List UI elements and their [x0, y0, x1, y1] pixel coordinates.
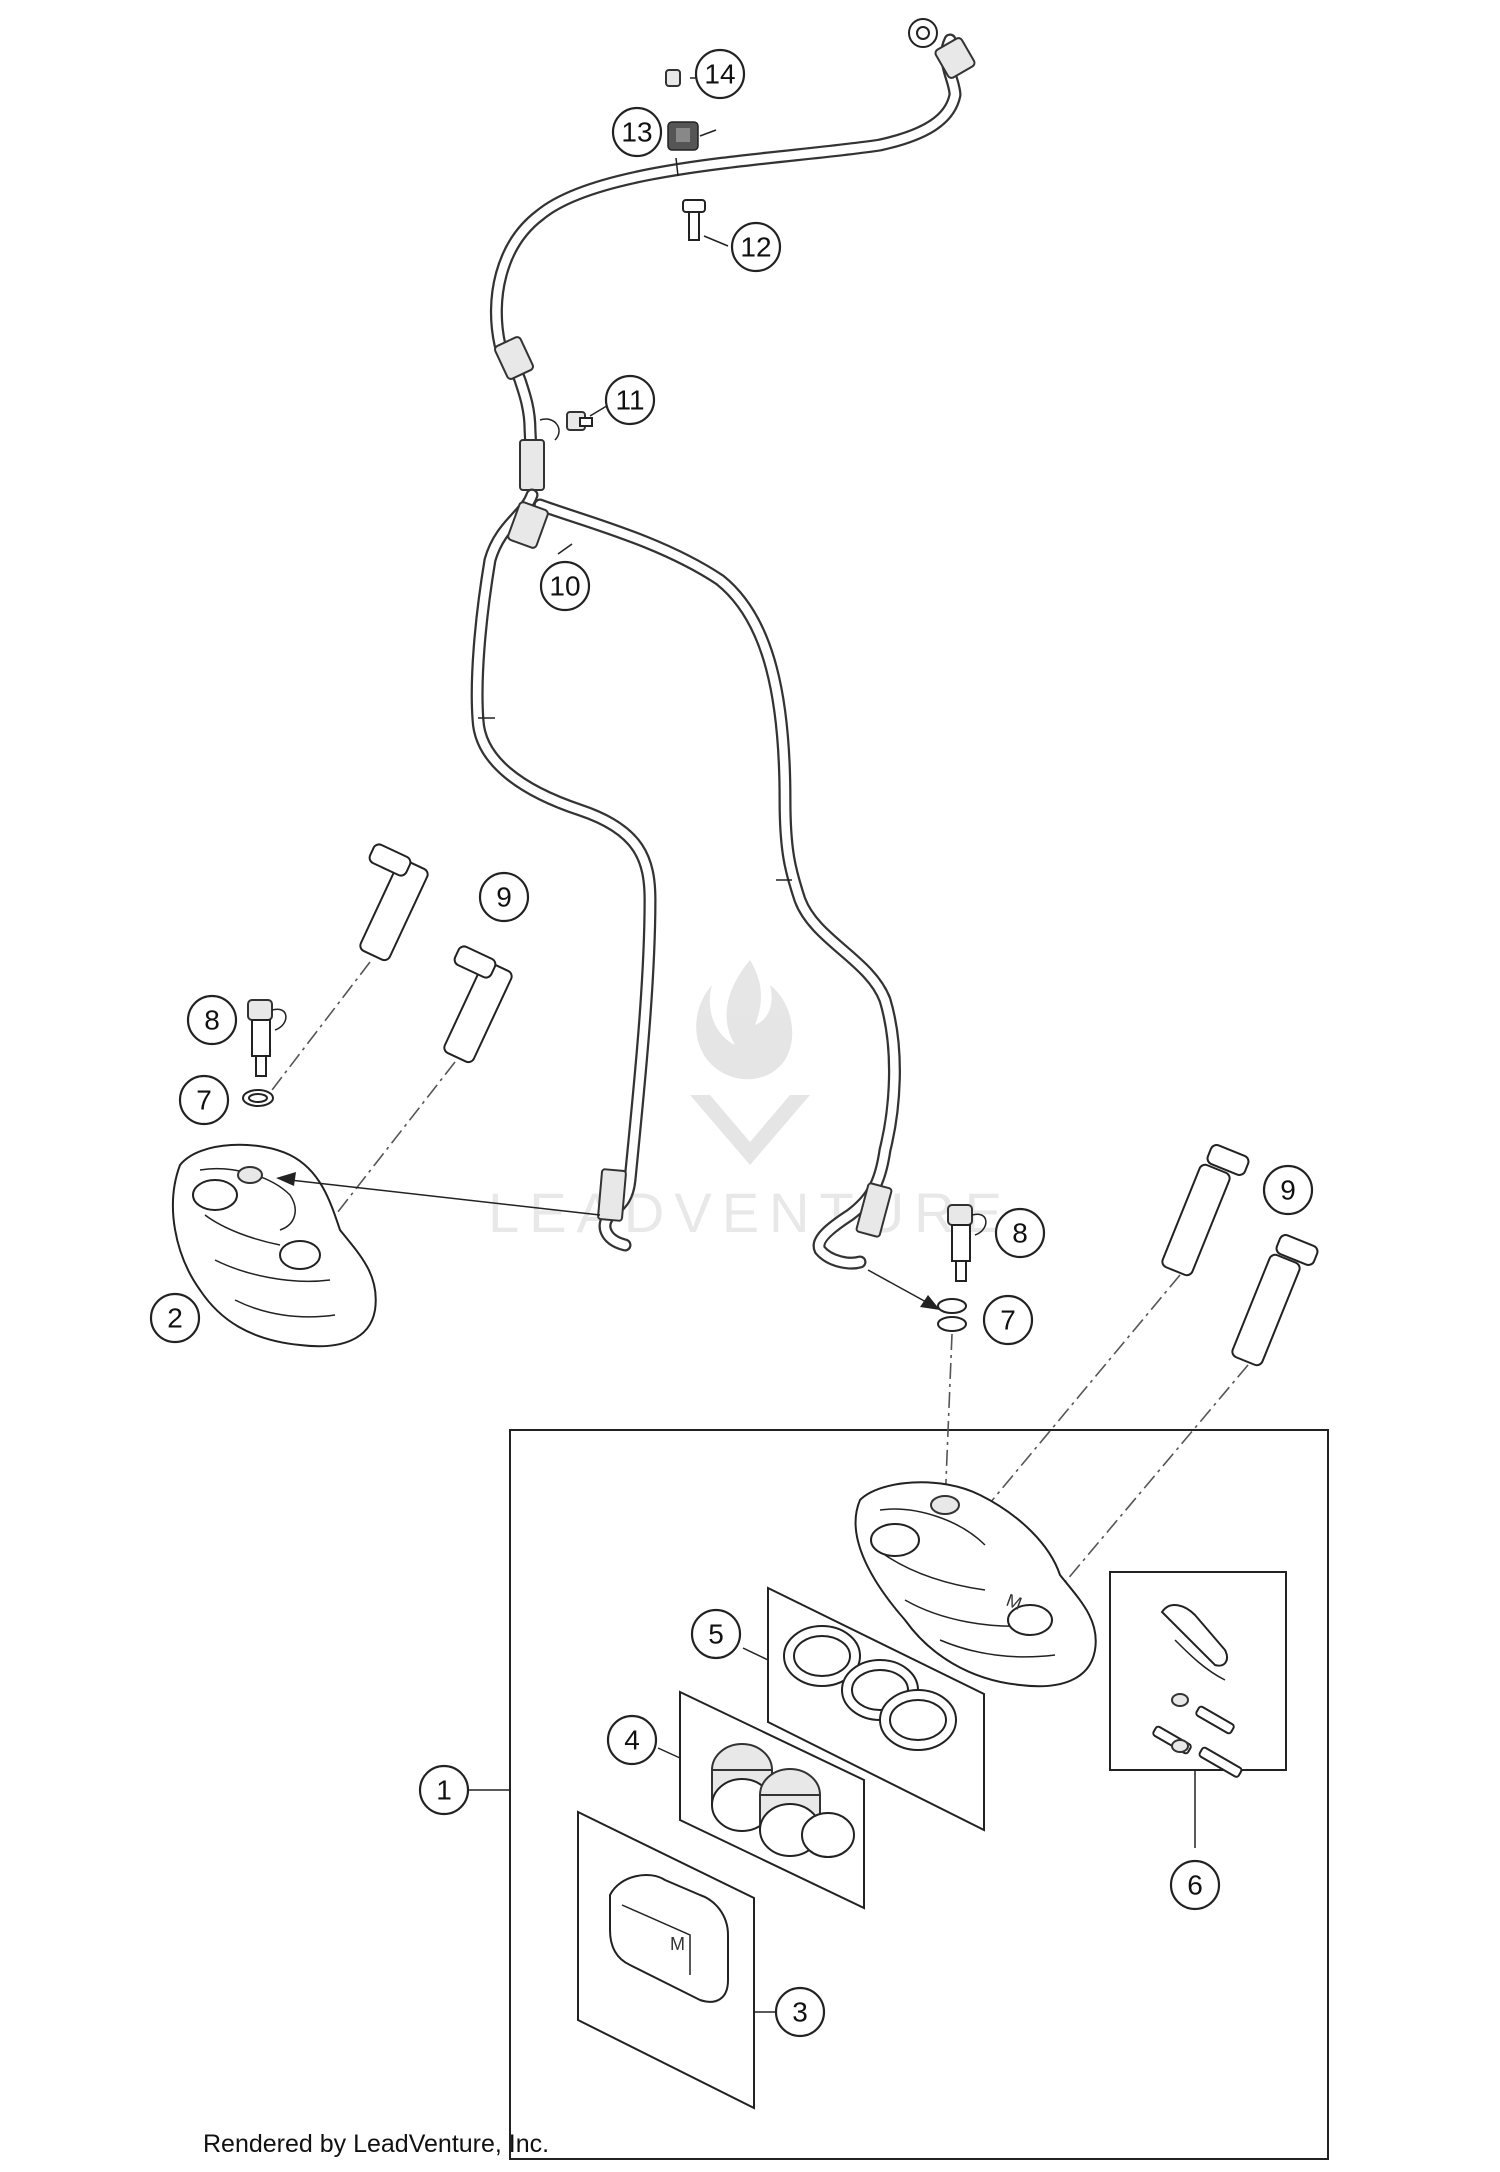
callout-1: 1 — [418, 1764, 470, 1816]
svg-text:M: M — [670, 1934, 685, 1954]
part-13-clip — [667, 121, 699, 151]
callout-11: 11 — [604, 374, 656, 426]
svg-text:1: 1 — [436, 1775, 452, 1806]
svg-text:6: 6 — [1187, 1870, 1203, 1901]
svg-text:3: 3 — [792, 1997, 808, 2028]
svg-text:9: 9 — [496, 882, 512, 913]
svg-text:M: M — [1004, 1590, 1025, 1614]
render-credit: Rendered by LeadVenture, Inc. — [203, 2130, 550, 2158]
left-ring-7 — [242, 1089, 274, 1107]
seal-kit-5 — [742, 1586, 985, 1832]
svg-text:14: 14 — [704, 59, 735, 90]
right-ring-7 — [937, 1298, 967, 1506]
brake-pad-kit-3: M — [577, 1810, 775, 2110]
callout-7-right: 7 — [982, 1294, 1034, 1346]
callout-8-left: 8 — [186, 994, 238, 1046]
right-hose-arrow — [867, 1269, 940, 1310]
svg-text:8: 8 — [1012, 1218, 1028, 1249]
part-14-nut — [665, 69, 681, 87]
part-11-bleeder — [566, 411, 593, 431]
svg-text:13: 13 — [621, 117, 652, 148]
callout-9-right: 9 — [1262, 1164, 1314, 1216]
svg-text:8: 8 — [204, 1005, 220, 1036]
callout-3: 3 — [774, 1986, 826, 2038]
piston-kit-4 — [657, 1690, 865, 1910]
svg-text:7: 7 — [196, 1085, 212, 1116]
callout-13: 13 — [611, 106, 663, 158]
watermark-text: LEADVENTURE — [488, 1181, 1012, 1244]
left-hose-arrow — [276, 1172, 601, 1216]
callout-6: 6 — [1169, 1859, 1221, 1911]
split-brake-hose — [470, 488, 901, 1270]
watermark: LEADVENTURE — [488, 960, 1012, 1244]
callout-5: 5 — [690, 1608, 742, 1660]
callout-14: 14 — [694, 48, 746, 100]
left-caliper-2 — [171, 1143, 377, 1348]
svg-text:10: 10 — [549, 571, 580, 602]
svg-text:7: 7 — [1000, 1305, 1016, 1336]
callout-4: 4 — [606, 1714, 658, 1766]
svg-text:11: 11 — [615, 385, 644, 416]
left-bleeder-screw-8 — [247, 999, 287, 1077]
svg-text:5: 5 — [708, 1619, 724, 1650]
svg-text:2: 2 — [167, 1303, 183, 1334]
watermark-v-icon — [690, 1095, 810, 1165]
callout-9-left: 9 — [478, 871, 530, 923]
right-bleeder-screw-8 — [947, 1204, 987, 1282]
right-caliper-body: M — [854, 1481, 1097, 1688]
svg-text:9: 9 — [1280, 1175, 1296, 1206]
main-brake-hose — [489, 18, 976, 491]
svg-text:4: 4 — [624, 1725, 640, 1756]
part-12-screw — [682, 199, 706, 241]
callout-8-right: 8 — [994, 1207, 1046, 1259]
left-caliper-bolts — [271, 843, 513, 1223]
svg-text:12: 12 — [740, 232, 771, 263]
callout-2: 2 — [149, 1292, 201, 1344]
callout-12: 12 — [730, 221, 782, 273]
callout-7-left: 7 — [178, 1074, 230, 1126]
watermark-flame-icon — [696, 960, 793, 1080]
pin-kit-6 — [1109, 1571, 1287, 1848]
callout-10: 10 — [539, 560, 591, 612]
assembly-box — [509, 1429, 1329, 2160]
right-caliper-bolts — [979, 1144, 1319, 1601]
